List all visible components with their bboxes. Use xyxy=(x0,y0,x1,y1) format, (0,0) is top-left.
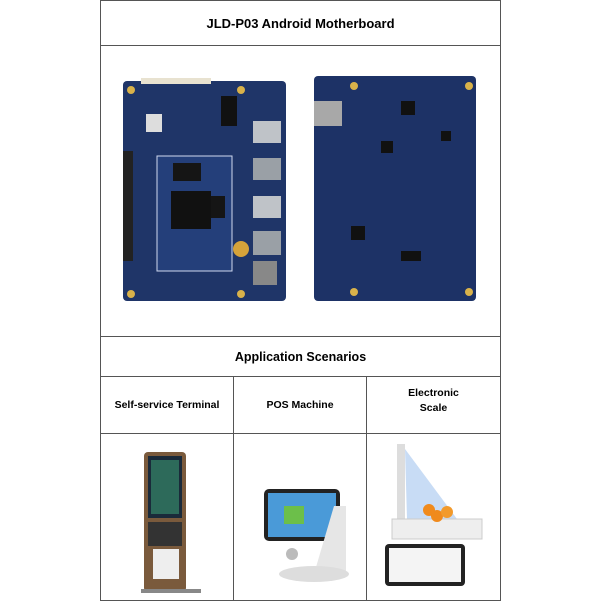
section-title: Application Scenarios xyxy=(234,349,367,364)
motherboard-image-row xyxy=(101,46,500,337)
label-text: Electronic xyxy=(408,387,459,399)
scenario-label-pos-machine: POS Machine xyxy=(234,377,367,433)
scenario-label-row: Self-service Terminal POS Machine Electr… xyxy=(101,377,500,434)
title-row: JLD-P03 Android Motherboard xyxy=(101,1,500,46)
motherboard-photo xyxy=(123,76,476,301)
section-row: Application Scenarios xyxy=(101,337,500,377)
page-title: JLD-P03 Android Motherboard xyxy=(206,15,395,31)
scenario-label-self-service-terminal: Self-service Terminal xyxy=(101,377,234,433)
label-text: Scale xyxy=(419,402,448,414)
label-text: Self-service Terminal xyxy=(114,399,220,411)
electronic-scale-image xyxy=(367,434,500,600)
scenario-image-row xyxy=(101,434,500,600)
label-text: POS Machine xyxy=(266,399,334,411)
pos-machine-image xyxy=(234,434,367,600)
self-service-terminal-image xyxy=(101,434,234,600)
spec-table: JLD-P03 Android Motherboard xyxy=(100,0,501,601)
